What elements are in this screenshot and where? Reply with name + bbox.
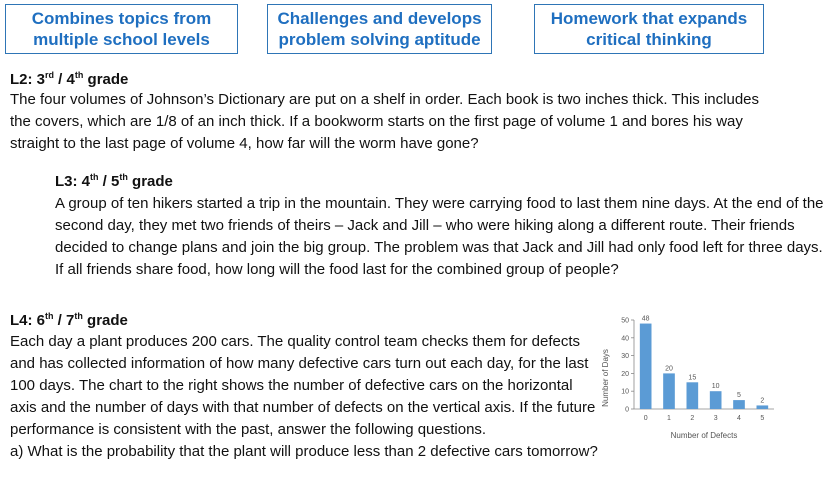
y-tick-label: 20: [621, 371, 629, 378]
x-tick-label: 3: [714, 415, 718, 422]
bar-data-label: 48: [642, 316, 650, 323]
tag-box-problem-solving: Challenges and develops problem solving a…: [267, 4, 492, 54]
bar-data-label: 10: [712, 383, 720, 390]
level-3-problem: A group of ten hikers started a trip in …: [55, 195, 824, 278]
y-tick-label: 30: [621, 353, 629, 360]
x-tick-label: 5: [760, 415, 764, 422]
y-tick-label: 40: [621, 335, 629, 342]
bar: [639, 323, 652, 409]
tag-line: problem solving aptitude: [278, 30, 481, 49]
bar-data-label: 2: [760, 397, 764, 404]
x-tick-label: 4: [737, 415, 741, 422]
tag-line: Homework that expands: [550, 9, 748, 28]
bar-data-label: 20: [665, 365, 673, 372]
tag-line: multiple school levels: [33, 30, 210, 49]
level-4-question-a: a) What is the probability that the plan…: [10, 443, 598, 460]
y-tick-label: 50: [621, 318, 629, 325]
tag-line: Combines topics from: [31, 9, 212, 28]
tag-line: critical thinking: [586, 30, 712, 49]
tag-line: Challenges and develops: [277, 9, 482, 28]
bar: [709, 391, 722, 409]
x-tick-label: 0: [644, 415, 648, 422]
y-tick-label: 0: [625, 407, 629, 414]
y-axis-label: Number of Days: [601, 349, 610, 407]
level-4-problem-text: Each day a plant produces 200 cars. The …: [10, 333, 596, 438]
bar: [663, 373, 675, 409]
x-tick-label: 2: [690, 415, 694, 422]
defects-bar-chart: 0 10 20 30 40 50 48 0 20 1 15 2 10 3 5 4 2 5 Number of Da…: [601, 316, 774, 440]
tag-box-multiple-levels: Combines topics from multiple school leve…: [5, 4, 238, 54]
level-4-problem: Each day a plant produces 200 cars. The …: [10, 331, 600, 463]
bar: [686, 382, 699, 409]
tag-box-critical-thinking: Homework that expands critical thinking: [534, 4, 764, 54]
level-4-heading: L4: 6th / 7th grade: [10, 311, 128, 329]
x-tick-label: 1: [667, 415, 671, 422]
bar: [756, 405, 769, 409]
level-2-heading: L2: 3rd / 4th grade: [10, 70, 129, 88]
bar: [733, 400, 745, 409]
x-axis-label: Number of Defects: [671, 431, 738, 440]
bar-data-label: 5: [737, 392, 741, 399]
bar-data-label: 15: [688, 374, 696, 381]
level-2-problem: The four volumes of Johnson’s Dictionary…: [10, 91, 760, 152]
y-tick-label: 10: [621, 389, 629, 396]
level-3-heading: L3: 4th / 5th grade: [55, 172, 173, 190]
